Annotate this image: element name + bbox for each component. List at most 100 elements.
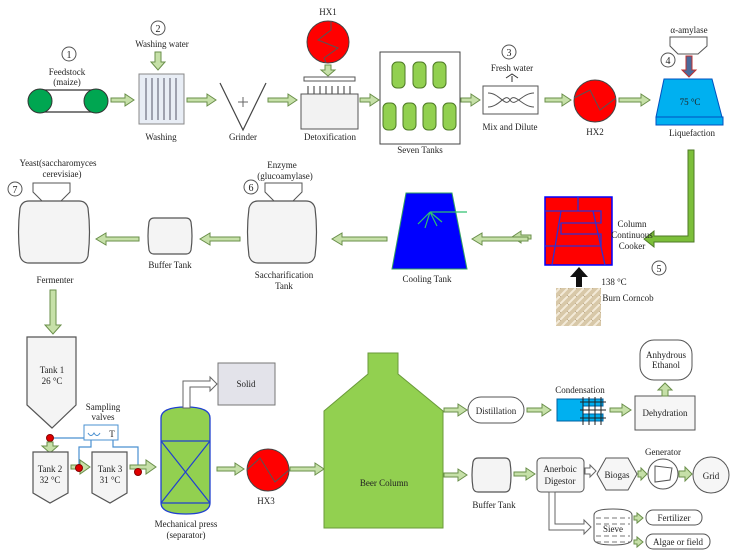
step-5-marker: 5 xyxy=(651,260,667,276)
dehydration-to-ethanol-arrow xyxy=(656,382,674,397)
liquefaction-tank xyxy=(655,78,724,126)
beer-to-distillation-arrow xyxy=(443,403,468,417)
svg-text:4: 4 xyxy=(666,56,671,67)
biogas-label: Biogas xyxy=(604,470,629,480)
flow-arrow xyxy=(110,93,135,107)
saccharification-tank xyxy=(246,200,318,264)
sieve xyxy=(593,508,633,546)
mix-dilute-unit xyxy=(482,85,539,115)
flow-arrow xyxy=(95,232,140,246)
buffer-tank-2-label: Buffer Tank xyxy=(472,500,516,510)
generator-to-grid-arrow xyxy=(678,465,693,483)
hx2-heat-exchanger xyxy=(573,79,617,123)
burn-corncob-label: Burn Corncob xyxy=(602,293,654,303)
liquefaction-to-cooker-arrow xyxy=(643,149,695,249)
press-label-1: Mechanical press xyxy=(155,519,218,529)
beer-column-label: Beer Column xyxy=(360,478,409,488)
flow-arrow xyxy=(544,93,572,107)
fermenter-to-tank1-arrow xyxy=(43,289,63,335)
tank-3-temp: 31 °C xyxy=(100,475,121,485)
sieve-label: Sieve xyxy=(603,524,623,534)
hx3-to-beer-arrow xyxy=(289,462,325,476)
algae-field-product xyxy=(645,533,711,550)
fermenter-tank xyxy=(17,200,91,264)
step-1-marker: 1 xyxy=(61,46,77,62)
sampling-label-2: valves xyxy=(92,412,115,422)
conveyor-belt xyxy=(27,88,109,114)
washing-label: Washing xyxy=(145,132,177,142)
enzyme-label-2: (glucoamylase) xyxy=(257,171,312,181)
dehydration-unit xyxy=(634,395,696,431)
detox-label: Detoxification xyxy=(304,132,356,142)
svg-text:6: 6 xyxy=(249,183,254,194)
hx1-heat-exchanger xyxy=(306,20,350,64)
condensation-label: Condensation xyxy=(555,385,605,395)
svg-text:1: 1 xyxy=(67,50,72,61)
hx1-label: HX1 xyxy=(319,7,337,17)
flow-arrow xyxy=(460,93,481,107)
distillation-to-condensation-arrow xyxy=(526,403,552,417)
beer-to-buffer-arrow xyxy=(443,468,468,482)
yeast-label-1: Yeast(saccharomyces xyxy=(19,158,97,168)
buffer-tank-1 xyxy=(147,217,193,255)
tank-2-temp: 32 °C xyxy=(40,475,61,485)
tank-1-name: Tank 1 xyxy=(40,365,65,375)
cooling-tank xyxy=(391,192,468,270)
heat-up-arrow xyxy=(570,267,588,287)
distillation-unit xyxy=(467,396,525,424)
saccharification-label-2: Tank xyxy=(275,281,293,291)
fresh-water-label: Fresh water xyxy=(491,63,533,73)
svg-text:3: 3 xyxy=(507,48,512,59)
cooker-label-2: Continuous xyxy=(611,230,653,240)
cooker-temp: 138 °C xyxy=(601,277,626,287)
feedstock-label: Feedstock xyxy=(49,67,86,77)
alpha-amylase-label: α-amylase xyxy=(670,25,707,35)
mechanical-press xyxy=(160,406,211,515)
press-to-solid-arrow xyxy=(182,375,218,409)
svg-text:T: T xyxy=(109,429,115,439)
digestor-to-sieve-arrow xyxy=(548,491,592,536)
generator xyxy=(647,458,679,490)
tank-1 xyxy=(26,336,77,429)
detoxification-tank xyxy=(300,93,359,130)
step-3-marker: 3 xyxy=(501,44,517,60)
tank-1-temp: 26 °C xyxy=(42,376,63,386)
press-to-hx3-arrow xyxy=(216,462,245,476)
svg-text:2: 2 xyxy=(156,24,161,35)
cooker-label-1: Column xyxy=(617,219,647,229)
valve-2[interactable] xyxy=(75,464,83,472)
svg-text:7: 7 xyxy=(13,185,18,196)
distillation-label: Distillation xyxy=(476,406,517,416)
saccharification-label-1: Saccharification xyxy=(255,270,314,280)
svg-text:5: 5 xyxy=(657,264,662,275)
sieve-to-algae-arrow xyxy=(633,535,644,549)
solid-label: Solid xyxy=(236,379,256,389)
sampling-valve-box: T xyxy=(54,424,139,472)
biogas-hexagon xyxy=(596,457,638,491)
fertilizer-label: Fertilizer xyxy=(658,513,691,523)
enzyme-hopper xyxy=(264,182,303,202)
sieve-to-fertilizer-arrow xyxy=(633,511,644,525)
valve-1[interactable] xyxy=(46,434,54,442)
generator-label: Generator xyxy=(645,447,681,457)
step-4-marker: 4 xyxy=(660,52,676,68)
tank-2 xyxy=(32,451,69,504)
press-label-2: (separator) xyxy=(167,530,206,540)
tank-3-name: Tank 3 xyxy=(98,464,123,474)
liquefaction-temp: 75 °C xyxy=(680,97,701,107)
hx1-arrow xyxy=(319,64,337,77)
tank-2-name: Tank 2 xyxy=(38,464,63,474)
detox-heater-plate xyxy=(303,76,356,82)
cooker-label-3: Cooker xyxy=(619,241,646,251)
digestor-label-1: Anerboic xyxy=(543,464,577,474)
dehydration-label: Dehydration xyxy=(643,408,688,418)
step-7-marker: 7 xyxy=(7,181,23,197)
buffer-to-digestor-arrow xyxy=(513,467,536,481)
tank-3 xyxy=(91,451,128,504)
fertilizer-product xyxy=(645,509,703,526)
ethanol-label-1: Anhydrous xyxy=(646,350,686,360)
grinder xyxy=(219,82,267,132)
solid-bin xyxy=(217,362,276,406)
valve-3[interactable] xyxy=(134,468,142,476)
